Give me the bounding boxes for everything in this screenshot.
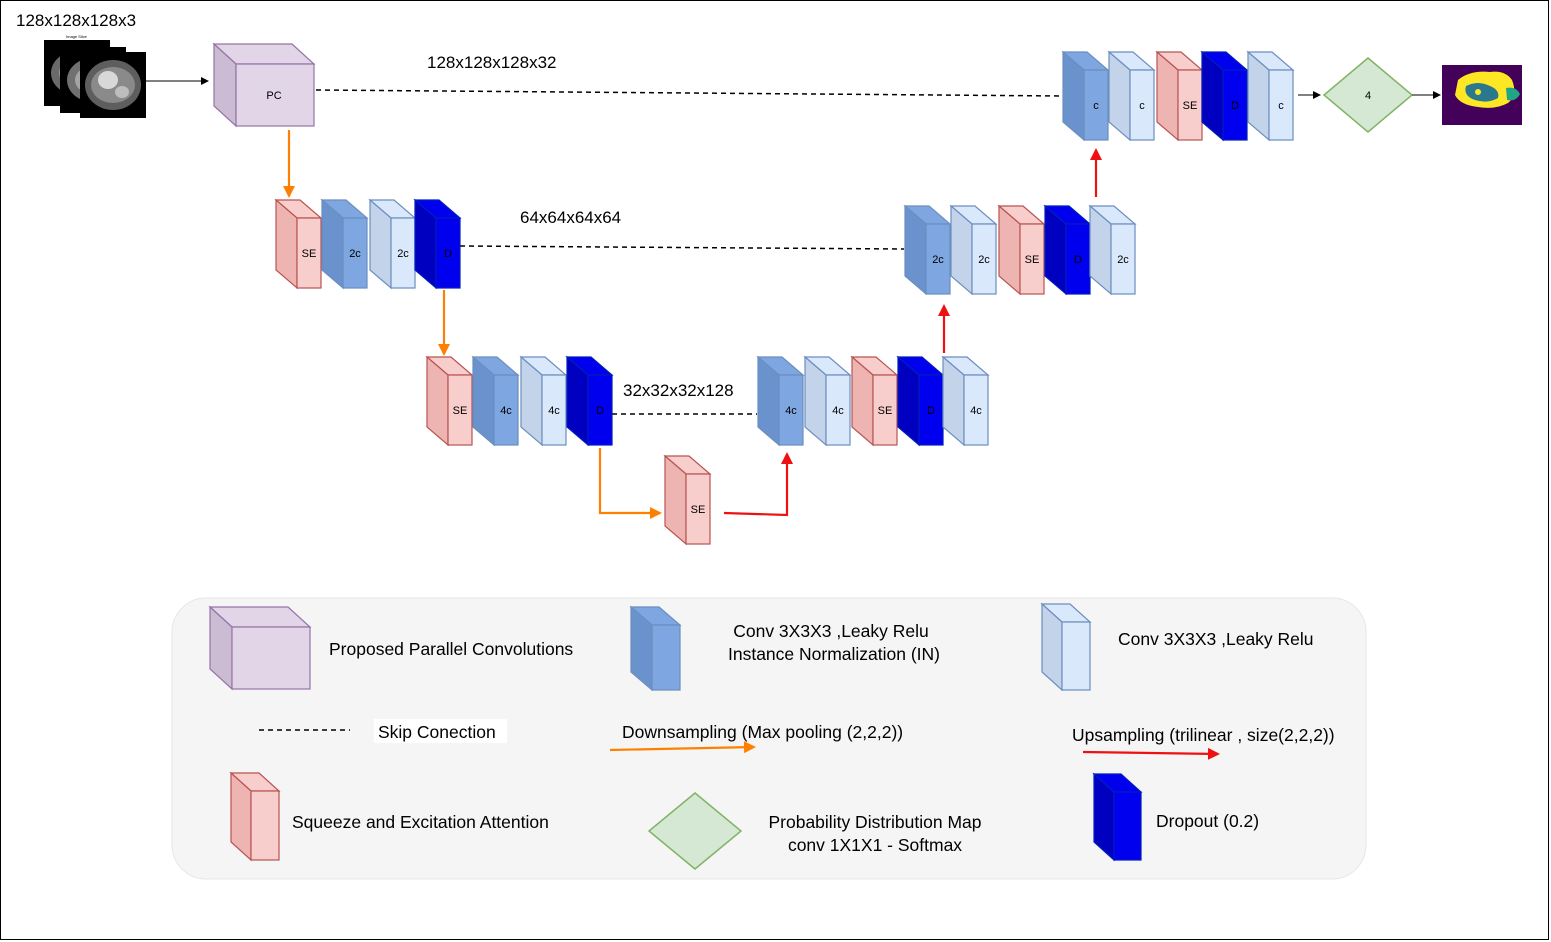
legend-icons (208, 602, 1143, 862)
legend-down-arrow (609, 741, 756, 754)
legend-pc-text: Proposed Parallel Convolutions (329, 639, 573, 659)
legend-prob-diamond (647, 792, 743, 870)
softmax-diamond (1322, 57, 1414, 133)
decoder3-block-2: 4c (803, 355, 852, 447)
legend-conv-in-text-2: Instance Normalization (IN) (728, 644, 940, 664)
bottleneck-se-block-label: SE (691, 504, 706, 516)
legend-prob-text-1: Probability Distribution Map (768, 812, 981, 832)
encoder2-block-3: 2c (368, 198, 417, 290)
encoder3-block-3-label: 4c (548, 405, 560, 417)
decoder3-block-4: D (896, 355, 945, 447)
level2-dims-label: 64x64x64x64 (520, 208, 621, 227)
decoder2-block-2-label: 2c (978, 254, 990, 266)
encoder2-block-2: 2c (320, 198, 369, 290)
decoder2-block-3-label: SE (1025, 254, 1040, 266)
encoder2-block-1: SE (274, 198, 323, 290)
encoder2-block-2-label: 2c (349, 248, 361, 260)
legend-conv-in-icon (629, 605, 682, 692)
level3-dims-label: 32x32x32x128 (623, 381, 734, 400)
skip-connection-level2 (459, 245, 905, 250)
legend-conv-icon (1040, 602, 1092, 692)
decoder3-block-3-label: SE (878, 405, 893, 417)
encoder3-block-4-label: D (596, 405, 604, 417)
decoder2-block-1: 2c (903, 204, 952, 296)
legend-prob-text-2: conv 1X1X1 - Softmax (788, 835, 962, 855)
decoder1-block-4: D (1200, 50, 1249, 142)
decoder1-block-2-label: c (1139, 100, 1145, 112)
legend-conv-in-text-1: Conv 3X3X3 ,Leaky Relu (733, 621, 929, 641)
decoder3-block-1: 4c (756, 355, 805, 447)
legend-down-text: Downsampling (Max pooling (2,2,2)) (622, 722, 903, 742)
legend-skip-text-bg (374, 719, 507, 743)
decoder1-block-1-label: c (1093, 100, 1099, 112)
legend-conv-text: Conv 3X3X3 ,Leaky Relu (1118, 629, 1314, 649)
encoder2-block-3-label: 2c (397, 248, 409, 260)
legend-up-text: Upsampling (trilinear , size(2,2,2)) (1072, 725, 1335, 745)
decoder1-block-2: c (1107, 50, 1156, 142)
encoder2-block-4-label: D (444, 248, 452, 260)
decoder2-block-2: 2c (949, 204, 998, 296)
skip-connection-level1 (315, 89, 1063, 97)
decoder3-block-4-label: D (927, 405, 935, 417)
softmax-diamond-label: 4 (1365, 90, 1371, 102)
decoder2-block-5: 2c (1088, 204, 1137, 296)
upsample-arrow-1 (723, 452, 793, 517)
decoder1-block-3: SE (1155, 50, 1204, 142)
encoder3-block-2: 4c (471, 355, 520, 447)
decoder1-block-5: c (1246, 50, 1295, 142)
bottleneck-se-block: SE (663, 454, 712, 546)
decoder3-block-1-label: 4c (785, 405, 797, 417)
decoder3-block-3: SE (850, 355, 899, 447)
level1-dims-label: 128x128x128x32 (427, 53, 557, 72)
encoder2-block-4: D (413, 198, 462, 290)
decoder3-block-2-label: 4c (832, 405, 844, 417)
legend-pc-icon (208, 605, 312, 691)
legend-dropout-icon (1092, 772, 1143, 862)
legend-se-icon (229, 771, 281, 862)
mri-image-label: Image Slice (66, 34, 88, 39)
decoder2-block-4-label: D (1074, 254, 1082, 266)
decoder2-block-3: SE (997, 204, 1046, 296)
encoder3-block-4: D (565, 355, 614, 447)
decoder1-block-4-label: D (1231, 100, 1239, 112)
decoder3-block-5: 4c (941, 355, 990, 447)
decoder2-block-5-label: 2c (1117, 254, 1129, 266)
encoder3-block-1: SE (425, 355, 474, 447)
downsample-arrow-3 (598, 448, 662, 519)
decoder2-block-1-label: 2c (932, 254, 944, 266)
pc-block (212, 42, 316, 128)
input-dims-label: 128x128x128x3 (16, 11, 136, 30)
mri-input-stack (44, 40, 146, 118)
decoder2-block-4: D (1043, 204, 1092, 296)
encoder3-block-3: 4c (519, 355, 568, 447)
decoder3-block-5-label: 4c (970, 405, 982, 417)
legend-up-arrow (1082, 747, 1220, 760)
decoder1-block-1: c (1061, 50, 1110, 142)
encoder3-block-2-label: 4c (500, 405, 512, 417)
legend-dropout-text: Dropout (0.2) (1156, 811, 1259, 831)
pc-block-label: PC (266, 90, 281, 102)
legend-se-text: Squeeze and Excitation Attention (292, 812, 549, 832)
legend-skip-text: Skip Conection (378, 722, 496, 742)
decoder1-block-3-label: SE (1183, 100, 1198, 112)
segmentation-output (1442, 65, 1522, 125)
decoder1-block-5-label: c (1278, 100, 1284, 112)
encoder2-block-1-label: SE (302, 248, 317, 260)
encoder3-block-1-label: SE (453, 405, 468, 417)
